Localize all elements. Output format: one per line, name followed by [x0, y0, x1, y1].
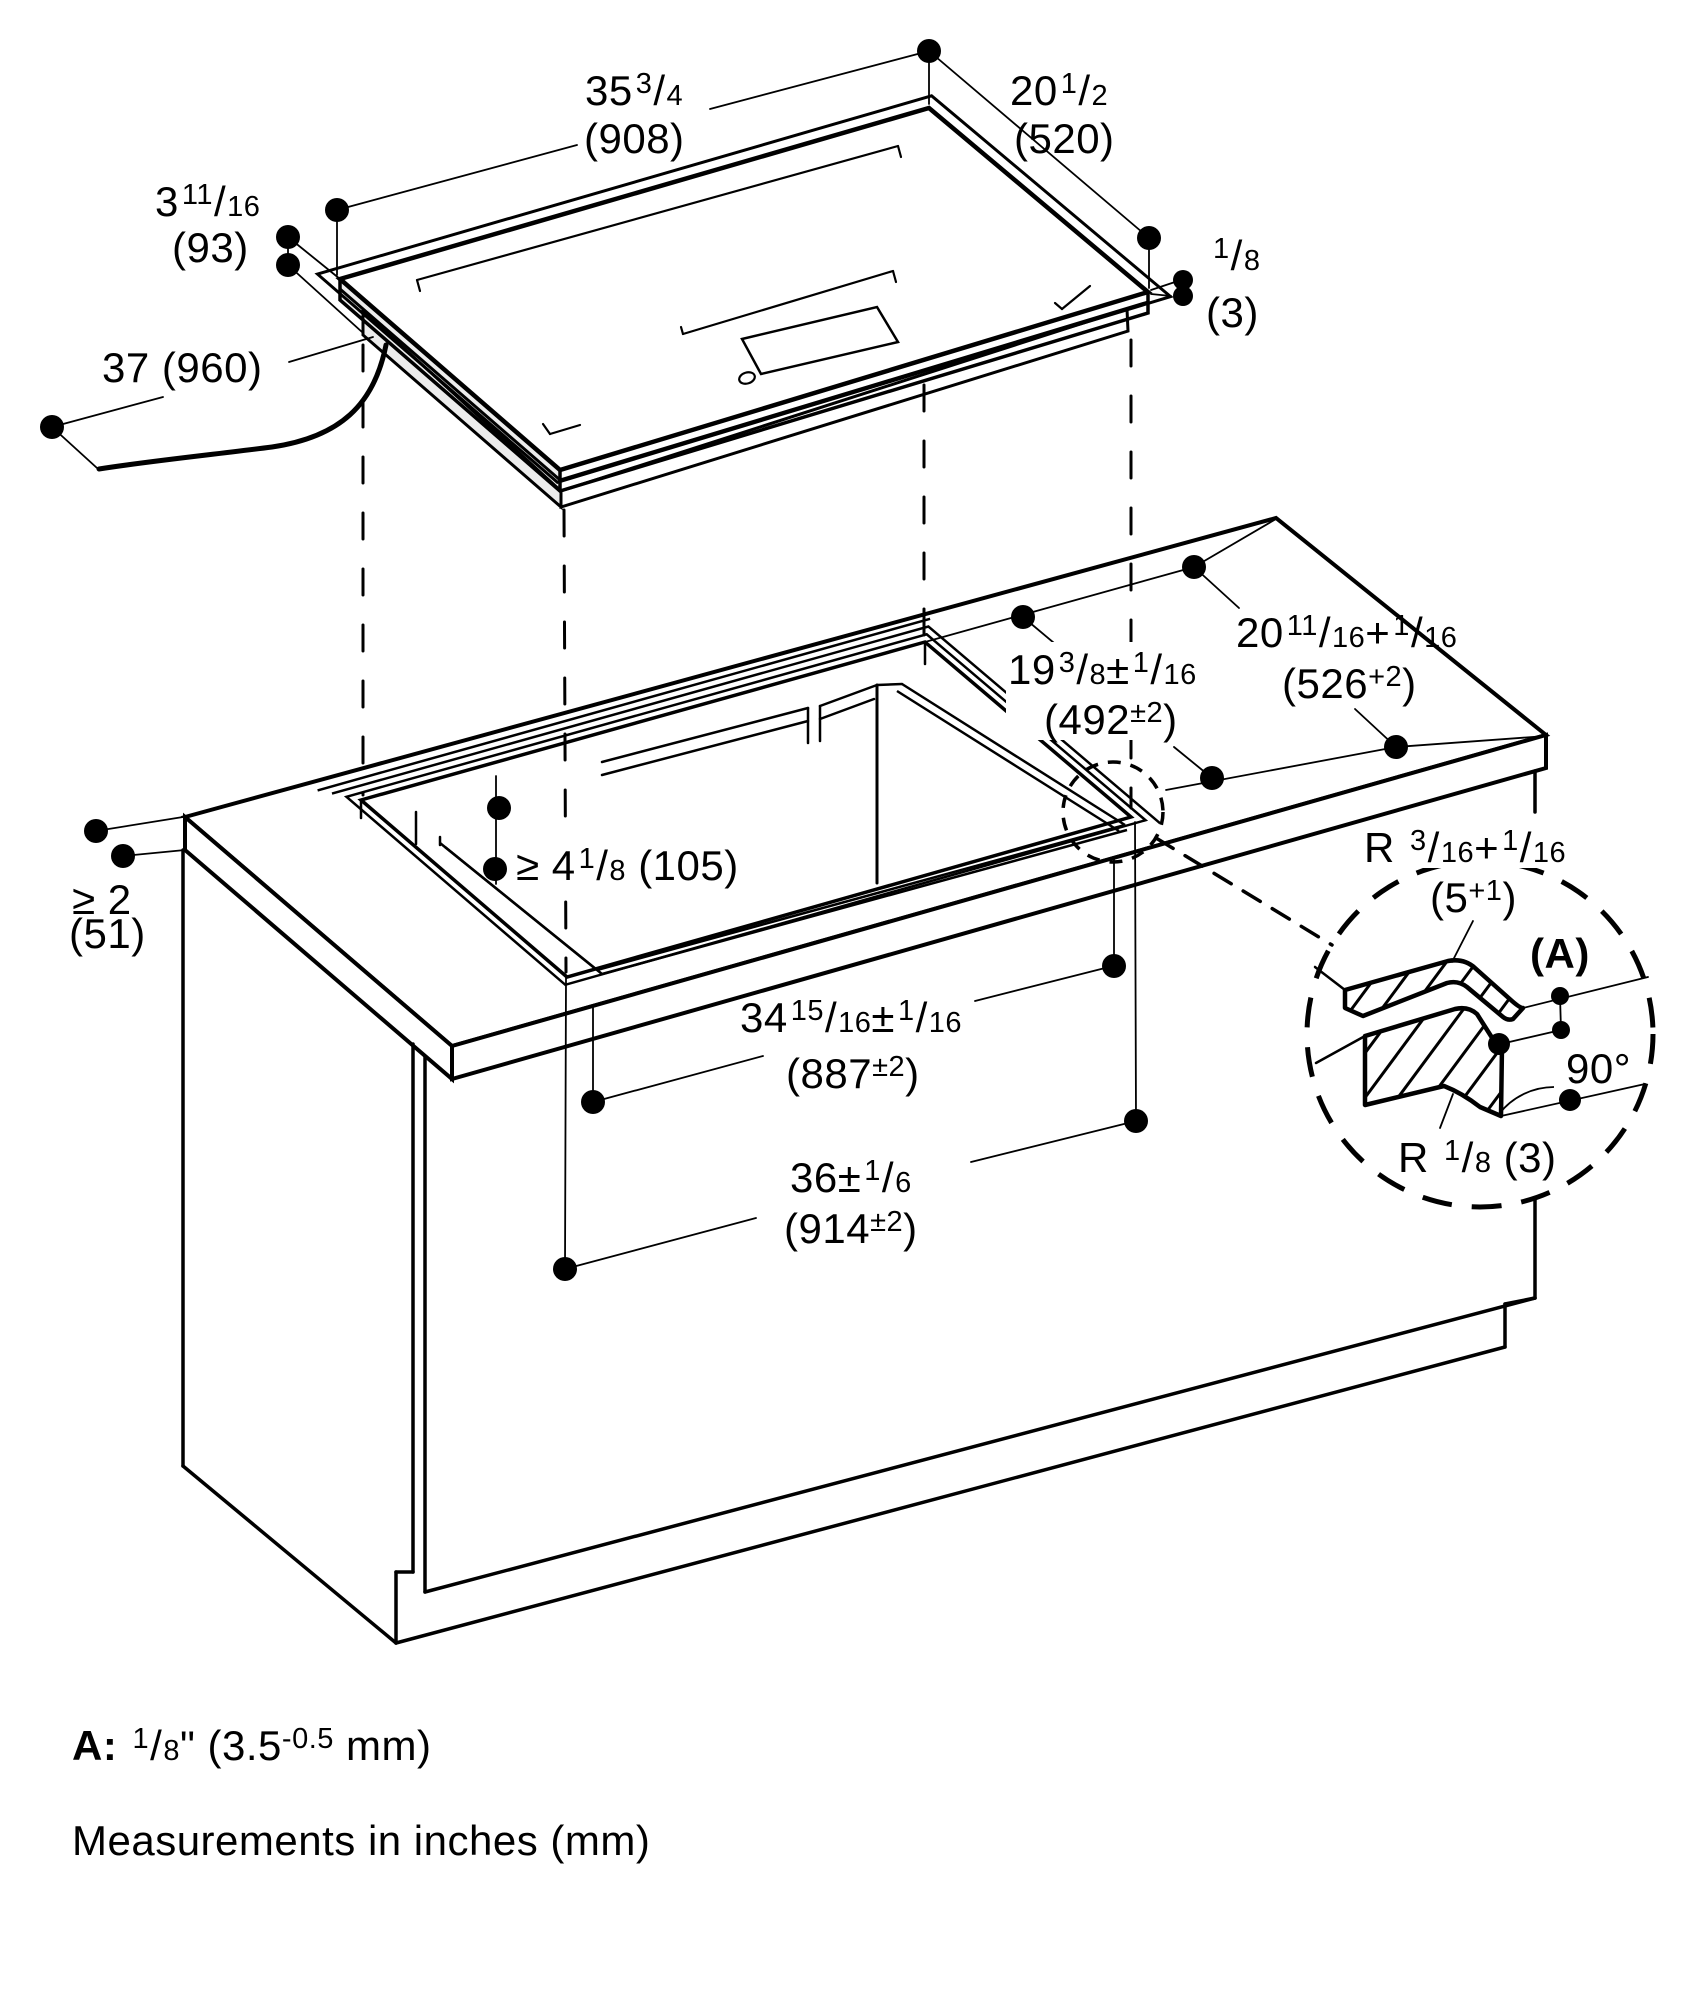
svg-text:(3): (3): [1206, 289, 1259, 336]
svg-text:R 3/16+1/16: R 3/16+1/16: [1364, 824, 1566, 871]
svg-text:R 1/8 (3): R 1/8 (3): [1398, 1134, 1556, 1181]
svg-text:311/16: 311/16: [155, 178, 260, 225]
svg-text:201/2: 201/2: [1010, 67, 1108, 114]
svg-text:A: 1/8" (3.5-0.5 mm): A: 1/8" (3.5-0.5 mm): [72, 1722, 432, 1769]
svg-text:(492±2): (492±2): [1044, 696, 1178, 743]
svg-text:37 (960): 37 (960): [102, 344, 262, 391]
svg-text:(908): (908): [584, 115, 685, 162]
svg-text:≥ 41/8 (105): ≥ 41/8 (105): [516, 842, 739, 889]
svg-text:(526+2): (526+2): [1282, 660, 1417, 707]
svg-text:353/4: 353/4: [585, 67, 683, 114]
svg-text:Measurements in inches (mm): Measurements in inches (mm): [72, 1817, 650, 1864]
svg-text:(887±2): (887±2): [786, 1050, 920, 1097]
svg-text:1/8: 1/8: [1213, 232, 1260, 279]
svg-text:193/8±1/16: 193/8±1/16: [1008, 646, 1197, 693]
svg-text:(914±2): (914±2): [784, 1205, 918, 1252]
svg-text:(93): (93): [172, 224, 249, 271]
svg-text:(51): (51): [69, 910, 146, 957]
svg-text:90°: 90°: [1566, 1045, 1631, 1092]
svg-text:36±1/6: 36±1/6: [790, 1154, 912, 1201]
svg-text:(5+1): (5+1): [1430, 874, 1517, 921]
svg-text:≥ 2: ≥ 2: [72, 876, 132, 923]
svg-text:(520): (520): [1014, 115, 1115, 162]
svg-text:(A): (A): [1530, 930, 1590, 977]
